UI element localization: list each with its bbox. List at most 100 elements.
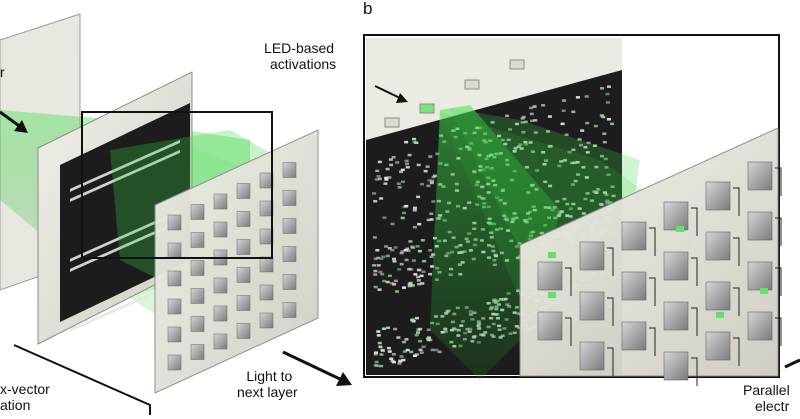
activation-pixel xyxy=(428,272,433,276)
cell-wire xyxy=(565,317,572,346)
weight-cell xyxy=(282,274,297,290)
activation-pixel xyxy=(380,348,385,352)
matrix-label-line1: x-vector xyxy=(0,381,50,397)
cell-wire xyxy=(649,277,656,306)
panel-b xyxy=(363,34,800,386)
activation-pixel xyxy=(387,274,392,278)
activation-pixel xyxy=(604,166,609,169)
activation-pixel xyxy=(608,201,613,204)
activation-pixel xyxy=(532,105,537,108)
activation-pixel xyxy=(402,350,407,353)
cell-wire xyxy=(691,257,698,286)
activation-pixel xyxy=(387,350,392,353)
activation-pixel xyxy=(543,180,548,184)
activation-pixel xyxy=(411,246,416,250)
activation-pixel xyxy=(571,110,576,114)
activation-pixel xyxy=(585,192,590,195)
activation-pixel xyxy=(602,132,607,135)
left-fragment-label: r xyxy=(0,64,5,80)
activation-pixel xyxy=(610,122,614,126)
activation-pixel xyxy=(559,160,564,163)
activation-pixel xyxy=(599,114,604,117)
activation-pixel xyxy=(377,160,382,164)
activation-pixel xyxy=(594,165,599,169)
cell-wire xyxy=(733,287,740,316)
weight-cell xyxy=(167,270,182,287)
activation-pixel xyxy=(568,215,573,218)
activation-pixel xyxy=(392,260,397,263)
light-label: Light to next layer xyxy=(237,368,298,400)
activation-pixel xyxy=(530,119,535,123)
activation-pixel xyxy=(506,138,511,142)
activation-pixel xyxy=(376,264,381,267)
activation-pixel xyxy=(384,245,389,248)
activation-pixel xyxy=(611,194,616,198)
weight-cell xyxy=(236,323,251,339)
activation-pixel xyxy=(600,87,604,90)
weight-cell xyxy=(663,251,689,281)
activation-pixel xyxy=(372,192,376,195)
activation-pixel xyxy=(575,96,580,99)
activation-pixel xyxy=(524,143,529,146)
activation-pixel xyxy=(503,142,508,146)
weight-cell xyxy=(236,295,251,311)
activation-pixel xyxy=(562,197,567,201)
activation-pixel xyxy=(606,118,611,121)
activation-pixel xyxy=(379,257,384,260)
activation-pixel xyxy=(397,186,402,189)
activation-pixel xyxy=(570,161,575,165)
weight-cell xyxy=(259,284,274,301)
matrix-label: x-vector ation xyxy=(0,381,50,413)
activation-pixel xyxy=(528,141,533,144)
activation-pixel xyxy=(544,159,549,162)
activation-pixel xyxy=(607,85,611,88)
activation-pixel xyxy=(542,163,547,166)
activation-pixel xyxy=(530,150,535,153)
activation-pixel xyxy=(431,200,436,203)
activation-pixel xyxy=(521,131,526,134)
activation-pixel xyxy=(374,360,379,364)
activation-pixel xyxy=(419,351,424,354)
activation-pixel xyxy=(422,259,427,263)
activation-pixel xyxy=(589,199,594,202)
cell-wire xyxy=(649,327,656,356)
activation-pixel xyxy=(593,124,598,128)
cell-wire xyxy=(691,307,698,336)
weight-cell xyxy=(579,291,605,321)
activation-pixel xyxy=(404,140,409,144)
activation-pixel xyxy=(602,140,607,144)
activation-pixel xyxy=(428,249,433,252)
activation-pixel xyxy=(423,169,428,173)
activation-pixel xyxy=(431,253,436,256)
activation-pixel xyxy=(379,364,384,368)
weight-cell xyxy=(705,331,731,361)
activation-pixel xyxy=(372,236,377,239)
activation-pixel xyxy=(605,101,610,104)
activation-pixel xyxy=(385,167,390,171)
weight-cell xyxy=(167,326,182,343)
activation-pixel xyxy=(375,249,380,252)
weight-cell xyxy=(747,311,773,341)
front-layer xyxy=(154,129,319,394)
activation-pixel xyxy=(421,270,426,273)
activation-pixel xyxy=(373,257,378,261)
activation-pixel xyxy=(575,161,580,164)
cell-wire xyxy=(775,217,782,246)
activation-pixel xyxy=(434,348,439,352)
activation-pixel xyxy=(430,348,435,352)
activation-pixel xyxy=(418,348,423,352)
activation-pixel xyxy=(585,151,590,154)
activation-pixel xyxy=(548,184,553,188)
activation-pixel xyxy=(567,150,572,154)
cell-wire xyxy=(649,227,656,256)
activation-pixel xyxy=(603,157,608,161)
weight-cell xyxy=(621,321,647,351)
activation-pixel xyxy=(416,279,421,282)
weight-cell xyxy=(663,201,689,231)
activation-pixel xyxy=(541,151,546,154)
activation-pixel xyxy=(383,182,388,185)
activation-pixel xyxy=(376,334,381,337)
activation-pixel xyxy=(523,140,528,144)
activation-pixel xyxy=(373,269,378,273)
activation-pixel xyxy=(516,145,521,148)
